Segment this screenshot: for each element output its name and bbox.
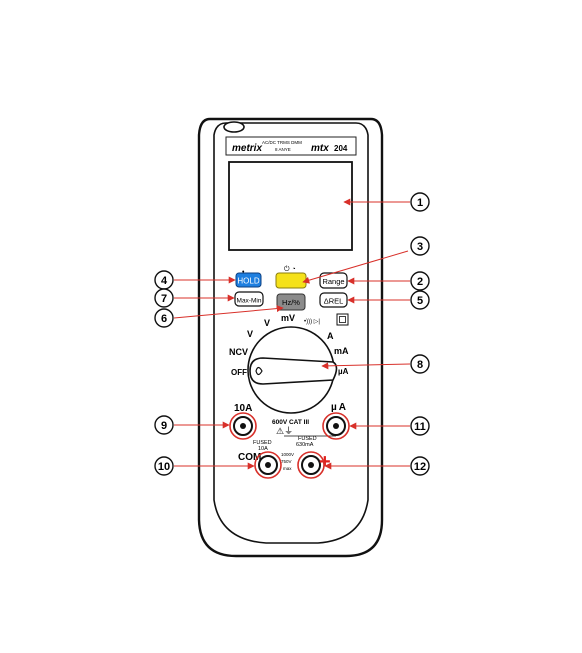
fused-right-rating: 630mA: [296, 442, 314, 448]
callout-1-label: 1: [417, 197, 423, 209]
v-max-2: 750V: [281, 459, 292, 464]
power-light-icons: ⏻ ◔: [284, 265, 296, 273]
callout-3: 3: [411, 237, 429, 255]
dial-label-a: A: [327, 331, 334, 341]
hz-button-label: Hz/%: [282, 298, 300, 307]
power-backlight-button[interactable]: [276, 273, 306, 288]
callout-9-label: 9: [161, 420, 167, 432]
callout-3-label: 3: [417, 241, 423, 253]
callout-8-label: 8: [417, 359, 423, 371]
callout-10: 10: [155, 457, 173, 475]
dial-label-ua: µA: [338, 367, 349, 376]
terminal-ua-ma-label: µ A: [331, 402, 346, 413]
rel-button-label: ΔREL: [324, 297, 344, 306]
lcd-display: [229, 162, 352, 250]
diode-buzzer-icon: •))) ▷|: [304, 319, 320, 325]
hanger-hole: [224, 122, 244, 132]
callout-2: 2: [411, 272, 429, 290]
model-number: 204: [334, 144, 348, 153]
callout-12-label: 12: [414, 461, 426, 473]
callout-8: 8: [411, 355, 429, 373]
brand-subtitle-2: 8 ANYE: [275, 147, 291, 152]
plus-symbol-icon: +: [319, 451, 331, 473]
callout-2-label: 2: [417, 276, 423, 288]
callout-11-label: 11: [414, 421, 426, 433]
callout-12: 12: [411, 457, 429, 475]
callout-7: 7: [155, 289, 173, 307]
callout-9: 9: [155, 416, 173, 434]
model-logo: mtx: [311, 143, 329, 154]
dial-label-v-dc: V: [264, 318, 270, 328]
v-max-1: 1000V: [281, 452, 294, 457]
v-max-3: max: [283, 466, 292, 471]
category-rating: 600V CAT III: [272, 419, 309, 426]
warning-ground-icon: ⚠⏚: [276, 426, 293, 436]
maxmin-button-label: Max-Min: [237, 298, 262, 305]
dial-label-vac: V: [247, 329, 253, 339]
dial-knob: [250, 358, 337, 384]
hold-button-label: HOLD: [237, 277, 259, 286]
callout-1: 1: [411, 193, 429, 211]
callout-6-label: 6: [161, 313, 167, 325]
callout-4: 4: [155, 271, 173, 289]
dial-label-mv: mV: [281, 313, 295, 323]
callout-11: 11: [411, 417, 429, 435]
dial-label-ma: mA: [334, 346, 349, 356]
callout-10-label: 10: [158, 461, 170, 473]
callout-5: 5: [411, 291, 429, 309]
dial-label-ncv: NCV: [229, 347, 248, 357]
callout-5-label: 5: [417, 295, 423, 307]
dial-label-off: OFF: [231, 368, 247, 377]
callout-7-label: 7: [161, 293, 167, 305]
brand-maker: metrix: [232, 143, 262, 154]
callout-4-label: 4: [161, 275, 168, 287]
brand-subtitle: AC/DC TRMS DMM: [262, 140, 302, 145]
callout-6: 6: [155, 309, 173, 327]
range-button-label: Range: [322, 277, 344, 286]
